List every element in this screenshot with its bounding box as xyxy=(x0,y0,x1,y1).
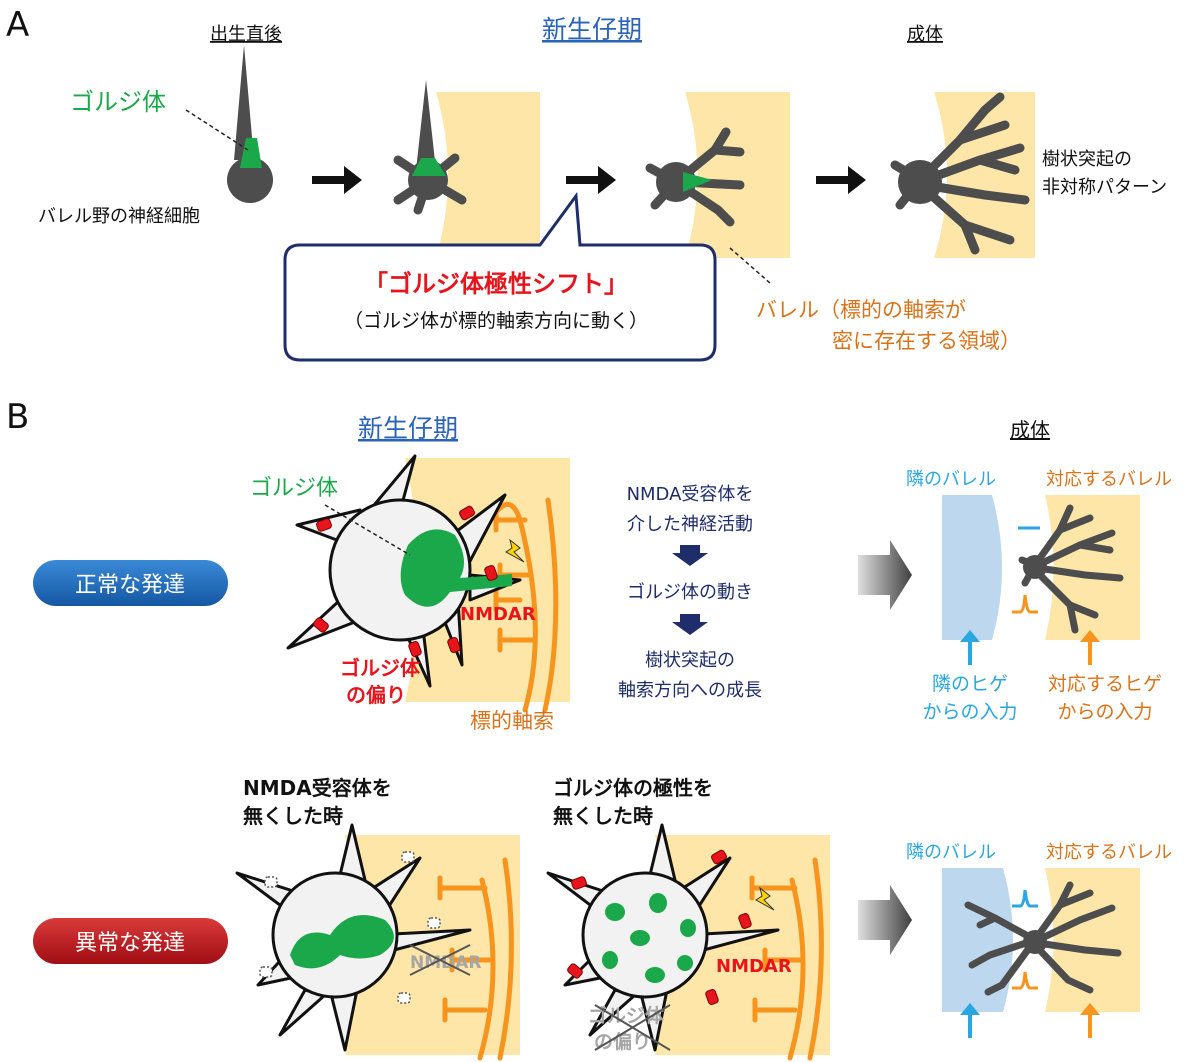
neighbor-input-2: からの入力 xyxy=(922,701,1017,723)
golgi-bias-line1: ゴルジ体 xyxy=(340,656,421,680)
neuron-adult-abnormal xyxy=(964,881,1122,996)
stage-adult: 成体 xyxy=(907,24,943,45)
neighbor-barrel-normal xyxy=(942,495,1002,640)
spike-orange-normal xyxy=(1012,594,1038,614)
golgi-bias-gone-1: ゴルジ体 xyxy=(588,1004,665,1027)
barrel-stage3 xyxy=(685,92,790,258)
flow-step2: ゴルジ体の動き xyxy=(627,582,753,603)
flow-step3a: 樹状突起の xyxy=(645,650,735,671)
golgi-pointer-b xyxy=(324,504,411,556)
barrel-desc-line2: 密に存在する領域） xyxy=(832,329,1021,353)
barrel-pointer xyxy=(729,247,771,284)
nmdar-label-normal: NMDAR xyxy=(460,604,536,625)
spike-orange-abnormal xyxy=(1012,971,1038,990)
golgi-label-a: ゴルジ体 xyxy=(70,88,166,116)
missing-receptors xyxy=(259,851,441,1004)
big-arrow-abnormal xyxy=(858,885,912,955)
neighbor-input-arrow-2 xyxy=(960,1003,980,1038)
normal-development-pill xyxy=(33,560,228,606)
callout-bubble xyxy=(283,191,717,362)
callout-subtitle: （ゴルジ体が標的軸索方向に動く） xyxy=(344,310,648,332)
stage-neonatal: 新生仔期 xyxy=(542,15,642,44)
corresp-input-1: 対応するヒゲ xyxy=(1048,673,1162,695)
spike-blue-abnormal xyxy=(1012,889,1038,908)
corresp-input-arrow-1 xyxy=(1080,630,1100,665)
golgi-bias-cross-2 xyxy=(594,1004,671,1051)
neighbor-barrel-abnormal xyxy=(942,868,1013,1012)
flow-step3b: 軸索方向への成長 xyxy=(618,680,762,701)
dendrite-asym-line1: 樹状突起の xyxy=(1042,149,1132,170)
no-polarity-line1: ゴルジ体の極性を xyxy=(553,776,713,800)
flow-arrow-2 xyxy=(672,614,708,635)
nmdar-receptors-normal xyxy=(313,505,498,657)
barrel-desc-line1: バレル（標的の軸索が xyxy=(756,298,966,322)
nmdar-label-abnormal: NMDAR xyxy=(716,956,792,977)
lightning-icon-abnormal xyxy=(755,886,775,911)
neuron-no-nmda xyxy=(235,823,472,1052)
callout-title: 「ゴルジ体極性シフト」 xyxy=(364,270,628,298)
panel-a-label: A xyxy=(6,5,29,45)
no-polarity-line2: 無くした時 xyxy=(553,804,653,828)
adult-title-b: 成体 xyxy=(1010,418,1050,442)
neuron-normal xyxy=(286,454,522,688)
neonatal-title-b: 新生仔期 xyxy=(358,414,458,443)
neighbor-input-arrow-1 xyxy=(960,630,980,665)
golgi-label-b: ゴルジ体 xyxy=(250,476,338,501)
neighbor-barrel-label-2: 隣のバレル xyxy=(906,842,996,863)
panel-b-label: B xyxy=(6,397,29,437)
corresp-barrel-label-1: 対応するバレル xyxy=(1046,469,1172,490)
neuron-label: バレル野の神経細胞 xyxy=(38,206,200,227)
target-axon-label: 標的軸索 xyxy=(470,709,554,733)
no-nmda-line1: NMDA受容体を xyxy=(243,776,392,800)
corresp-input-2: からの入力 xyxy=(1057,701,1152,723)
arrow-1 xyxy=(312,166,362,194)
golgi-pointer-a xyxy=(185,109,249,151)
neuron-no-polarity xyxy=(546,823,780,1052)
stage-just-after-birth: 出生直後 xyxy=(210,24,282,45)
abnormal-development-label: 異常な発達 xyxy=(75,931,185,956)
flow-step1b: 介した神経活動 xyxy=(627,514,753,535)
barrel-stage2 xyxy=(436,92,540,258)
big-arrow-normal xyxy=(858,540,912,610)
normal-development-label: 正常な発達 xyxy=(75,573,185,598)
golgi-bias-line2: の偏り xyxy=(346,683,406,707)
nmdar-cross-2 xyxy=(409,944,471,976)
no-nmda-line2: 無くした時 xyxy=(243,804,343,828)
neuron-stage4 xyxy=(890,92,1030,255)
nmdar-receptors-abnormal xyxy=(567,849,752,1005)
neighbor-barrel-label-1: 隣のバレル xyxy=(906,469,996,490)
lightning-icon xyxy=(505,538,525,563)
abnormal-development-pill xyxy=(33,918,228,964)
corresp-barrel-label-2: 対応するバレル xyxy=(1046,842,1172,863)
arrow-3 xyxy=(816,166,866,194)
dendrite-asym-line2: 非対称パターン xyxy=(1042,177,1167,198)
neighbor-input-1: 隣のヒゲ xyxy=(932,673,1008,695)
neuron-stage1 xyxy=(227,45,273,203)
corresp-input-arrow-2 xyxy=(1080,1003,1100,1038)
flow-step1a: NMDA受容体を xyxy=(627,484,754,505)
flow-arrow-1 xyxy=(672,545,708,566)
arrow-2 xyxy=(566,166,616,194)
golgi-bias-gone-2: の偏り xyxy=(594,1030,651,1053)
